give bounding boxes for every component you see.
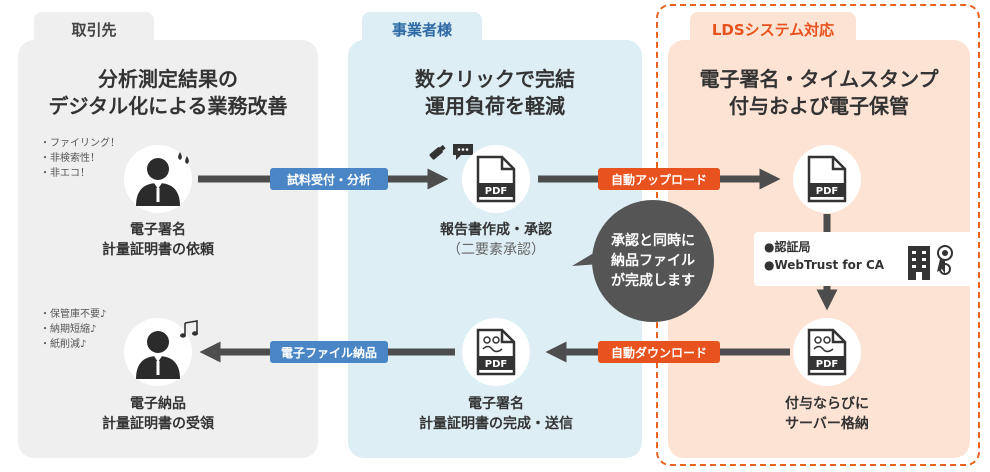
ca-item: ●認証局: [764, 240, 811, 254]
client-title-line2: デジタル化による業務改善: [48, 94, 288, 118]
client-top-bullet: ・ファイリング！: [40, 138, 120, 149]
client-bottom-bullet: ・保管庫不要♪: [40, 309, 107, 320]
tag-e-delivery: 電子ファイル納品: [270, 341, 388, 363]
client-bottom-bullet: ・紙削減♪: [40, 339, 87, 350]
lds-top-doc: PDF: [793, 145, 861, 213]
lds-tab-label: LDSシステム対応: [711, 20, 835, 39]
operator-title: 数クリックで完結 運用負荷を軽減: [348, 66, 642, 120]
client-top-bullet: ・非検索性！: [40, 153, 100, 164]
pdf-icon: PDF: [476, 155, 516, 203]
speech-bubble: 承認と同時に 納品ファイル が完成します: [592, 200, 714, 322]
pdf-label: PDF: [485, 186, 507, 197]
client-bottom-label: 電子納品 計量証明書の受領: [68, 394, 248, 434]
lds-bottom-doc: PDF: [793, 318, 861, 386]
lds-bottom-label-line2: サーバー格納: [785, 416, 869, 432]
speech-bubble-line1: 承認と同時に: [611, 233, 695, 249]
ca-item: ●WebTrust for CA: [764, 258, 885, 272]
pdf-label: PDF: [816, 186, 838, 197]
operator-top-doc: PDF: [462, 145, 530, 213]
client-panel: [18, 40, 318, 458]
client-top-label: 電子署名 計量証明書の依頼: [68, 220, 248, 260]
operator-top-label: 報告書作成・承認 （二要素承認）: [396, 220, 596, 260]
lds-bottom-label: 付与ならびに サーバー格納: [737, 394, 917, 434]
pdf-label: PDF: [816, 359, 838, 370]
building-icon: [908, 246, 930, 280]
operator-bottom-label-line1: 電子署名: [468, 396, 524, 412]
pdf-icon: PDF: [476, 328, 516, 376]
client-title: 分析測定結果の デジタル化による業務改善: [18, 66, 318, 120]
client-bottom-bullets: ・保管庫不要♪ ・納期短縮♪ ・紙削減♪: [40, 307, 106, 352]
pdf-icon: PDF: [807, 155, 847, 203]
operator-bottom-label: 電子署名 計量証明書の完成・送信: [386, 394, 606, 434]
chat-icon: [453, 144, 473, 160]
music-note-icon: [180, 320, 198, 338]
client-bottom-label-line2: 計量証明書の受領: [102, 416, 214, 432]
operator-title-line2: 運用負荷を軽減: [425, 94, 565, 118]
operator-top-label-line1: 報告書作成・承認: [440, 222, 552, 238]
client-title-line1: 分析測定結果の: [98, 67, 238, 91]
person-icon: [136, 158, 180, 206]
speech-bubble-line2: 納品ファイル: [611, 253, 695, 269]
operator-bottom-label-line2: 計量証明書の完成・送信: [419, 416, 573, 432]
lds-bottom-label-line1: 付与ならびに: [785, 396, 869, 412]
certificate-icon: [937, 245, 953, 275]
lds-title-line2: 付与および電子保管: [729, 94, 909, 118]
operator-tab-label: 事業者様: [391, 20, 452, 39]
client-top-label-line2: 計量証明書の依頼: [102, 242, 214, 258]
sweat-icon: [178, 152, 189, 164]
lds-title: 電子署名・タイムスタンプ 付与および電子保管: [668, 66, 970, 120]
client-top-label-line1: 電子署名: [130, 222, 186, 238]
tag-auto-upload: 自動アップロード: [598, 168, 720, 190]
pdf-icon: PDF: [807, 328, 847, 376]
client-bottom-bullet: ・納期短縮♪: [40, 324, 97, 335]
client-top-bullets: ・ファイリング！ ・非検索性！ ・非エコ！: [40, 136, 120, 181]
tag-sample-analysis: 試料受付・分析: [270, 168, 388, 190]
client-bottom-avatar: [124, 318, 192, 386]
certificate-authority-box: ●認証局 ●WebTrust for CA: [754, 232, 976, 286]
operator-bottom-doc: PDF: [462, 318, 530, 386]
tag-auto-download-label: 自動ダウンロード: [610, 345, 707, 360]
operator-title-line1: 数クリックで完結: [415, 67, 575, 91]
pdf-label: PDF: [485, 359, 507, 370]
usb-icon: [429, 144, 446, 160]
tag-e-delivery-label: 電子ファイル納品: [280, 345, 377, 360]
operator-top-label-line2: （二要素承認）: [447, 242, 545, 258]
client-bottom-label-line1: 電子納品: [130, 396, 186, 412]
tag-sample-analysis-label: 試料受付・分析: [286, 172, 371, 187]
lds-title-line1: 電子署名・タイムスタンプ: [699, 67, 939, 91]
person-icon: [136, 331, 180, 379]
client-tab-label: 取引先: [71, 20, 117, 39]
tag-auto-upload-label: 自動アップロード: [610, 172, 707, 187]
speech-bubble-line3: が完成します: [611, 273, 695, 289]
tag-auto-download: 自動ダウンロード: [598, 341, 720, 363]
client-top-bullet: ・非エコ！: [40, 168, 90, 179]
